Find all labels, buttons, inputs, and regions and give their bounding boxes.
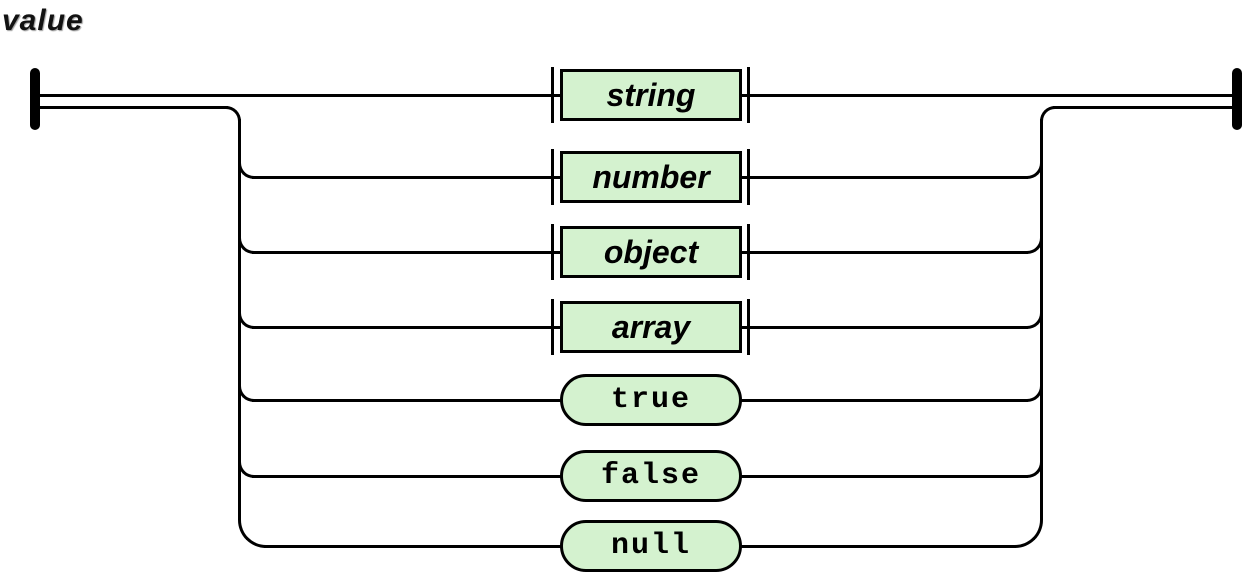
node-true-label: true [610,383,691,417]
node-false-label: false [600,459,701,493]
node-number: number [560,151,742,203]
tick-array-left [551,299,554,355]
node-object: object [560,226,742,278]
tick-string-left [551,67,554,123]
node-null-label: null [610,529,691,563]
node-array-label: array [611,308,691,345]
node-object-label: object [603,233,699,270]
tick-object-left [551,224,554,280]
node-string: string [560,69,742,121]
node-false: false [560,450,742,502]
branch-curve-right-null [1015,518,1043,548]
tick-array-right [747,299,750,355]
start-terminal-bar [30,68,40,130]
node-array: array [560,301,742,353]
bypass-line-right [1053,106,1232,109]
node-true: true [560,374,742,426]
node-string-label: string [606,76,696,113]
tick-string-right [747,67,750,123]
branch-curve-left-null [238,518,266,548]
tick-number-left [551,149,554,205]
right-trunk-top-curve [1040,106,1055,121]
rule-title: value [2,4,84,37]
node-null: null [560,520,742,572]
end-terminal-bar [1232,68,1242,130]
left-trunk-top-curve [226,106,241,121]
bypass-line-left [40,106,228,109]
tick-object-right [747,224,750,280]
node-number-label: number [592,158,710,195]
tick-number-right [747,149,750,205]
